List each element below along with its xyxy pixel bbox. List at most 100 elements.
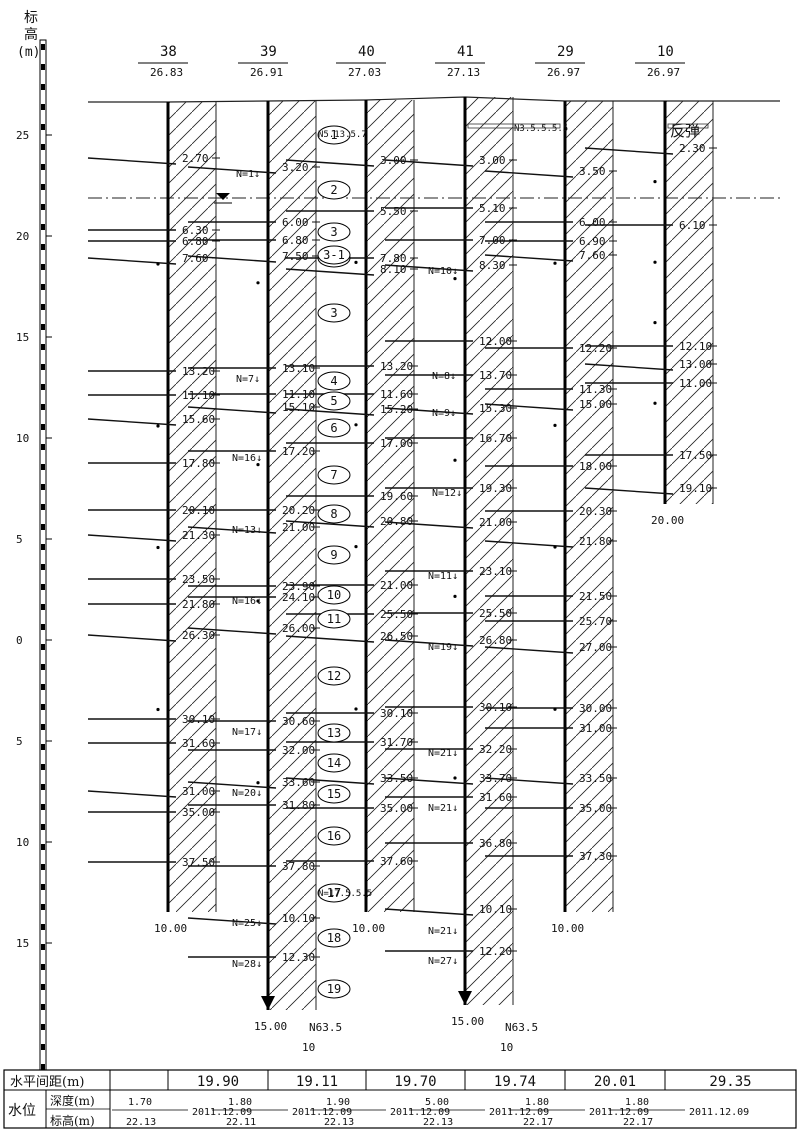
layer-label-7: 7 [317,465,351,485]
depth-label: 13.20 [182,365,215,378]
depth-label: 6.10 [679,219,706,232]
layer-label-3: 3 [317,303,351,323]
borehole-extension-arrow [458,991,472,1005]
layer-ellipse [317,723,351,743]
depth-label: 7.60 [182,252,209,265]
stratum-boundary-line [484,777,574,785]
depth-label: 13.20 [380,360,413,373]
axis-tick-label: 10 [16,432,29,445]
depth-label: 27.00 [579,641,612,654]
layer-ellipse [317,465,351,485]
depth-label: 6.90 [579,235,606,248]
depth-label: 37.30 [579,850,612,863]
depth-label: 6.00 [579,216,606,229]
depth-label: 17.00 [380,437,413,450]
axis-tick-label: 15 [16,331,29,344]
axis-stripe [41,844,45,850]
water-header: 水位 [8,1103,36,1119]
layer-number: 16 [327,829,341,843]
depth-label: 25.50 [479,607,512,620]
sample-dot [653,321,657,325]
axis-stripe [41,1004,45,1010]
axis-stripe [41,644,45,650]
depth-label: 21.00 [380,579,413,592]
layer-label-13: 13 [317,723,351,743]
borehole-39: 3926.9115.003.206.006.807.5013.1011.1015… [187,44,320,1033]
layer-label-14: 14 [317,753,351,773]
borehole-column-hatch [268,101,316,1010]
borehole-column-hatch [168,102,216,912]
axis-stripe [41,724,45,730]
sample-dot [354,707,358,711]
layer-ellipse [317,883,351,903]
axis-stripe [41,704,45,710]
spt-blow-count: N=27↓ [428,956,458,967]
axis-stripe [41,104,45,110]
layer-number: 3 [330,225,337,239]
depth-label: 11.30 [579,383,612,396]
layer-ellipse [317,303,351,323]
layer-number: 6 [330,421,337,435]
spt-blow-count: N=12↓ [432,488,462,499]
horizontal-spacing-value: 19.90 [197,1074,239,1090]
depth-label: 20.20 [282,504,315,517]
stratum-boundary-line [285,159,375,167]
stratum-boundary-line [87,418,177,426]
borehole-column-hatch [366,100,414,912]
depth-label: 5.10 [479,202,506,215]
axis-stripe [41,164,45,170]
layer-ellipse [317,245,351,265]
layer-number: 17 [327,886,341,900]
spt-blow-count: N=10↓ [428,266,458,277]
depth-label: 3.00 [479,154,506,167]
layer-number: 2 [330,183,337,197]
layer-number: 18 [327,931,341,945]
depth-label: 16.70 [479,432,512,445]
borehole-38: 3826.8310.002.706.306.807.6013.2011.1015… [87,44,220,935]
layer-label-3: 3 [317,222,351,242]
stratum-boundary-line [285,777,375,785]
layer-number: 9 [330,548,337,562]
layer-label-17: 17 [317,883,351,903]
axis-stripe [41,504,45,510]
axis-stripe [41,484,45,490]
bottom-note-41-n: N63.5 [505,1021,538,1034]
spt-blow-count: N=16↓ [232,453,262,464]
stratum-boundary-line [384,639,474,647]
axis-stripe [41,224,45,230]
layer-ellipse [317,371,351,391]
depth-label: 31.00 [579,722,612,735]
stratum-boundary-line [87,534,177,542]
stratum-boundary-line [384,777,474,785]
sample-dot [653,260,657,264]
sample-box-41 [467,123,561,129]
depth-label: 35.00 [380,802,413,815]
axis-stripe [41,404,45,410]
water-date-value: 2011.12.09 [192,1107,252,1118]
spt-blow-count: N=25↓ [232,918,262,929]
sample-dot [653,180,657,184]
axis-stripe [41,124,45,130]
sample-dot [156,545,160,550]
borehole-id: 39 [260,44,277,60]
axis-scale-bar [39,39,47,1071]
axis-title-char-1: 标 [24,10,38,26]
depth-label: 6.80 [182,235,209,248]
layer-ellipse [317,222,351,242]
spt-blow-count: N=17↓ [232,727,262,738]
water-elev-value: 22.13 [423,1117,453,1128]
spt-blow-count: N=20↓ [232,788,262,799]
depth-label: 26.30 [182,629,215,642]
spt-annotation-41: N3.5.5.5.5 [514,124,568,134]
depth-label: 25.50 [380,608,413,621]
depth-label: 37.60 [380,855,413,868]
layer-number: 19 [327,982,341,996]
layer-label-4: 4 [317,371,351,391]
depth-label: 31.80 [282,799,315,812]
depth-label: 10.10 [479,903,512,916]
depth-label: 17.20 [282,445,315,458]
axis-tick-label: 5 [16,735,23,748]
sample-dot [453,594,457,599]
layer-number: 5 [330,394,337,408]
layer-label-3-1: 3-1 [317,245,351,265]
